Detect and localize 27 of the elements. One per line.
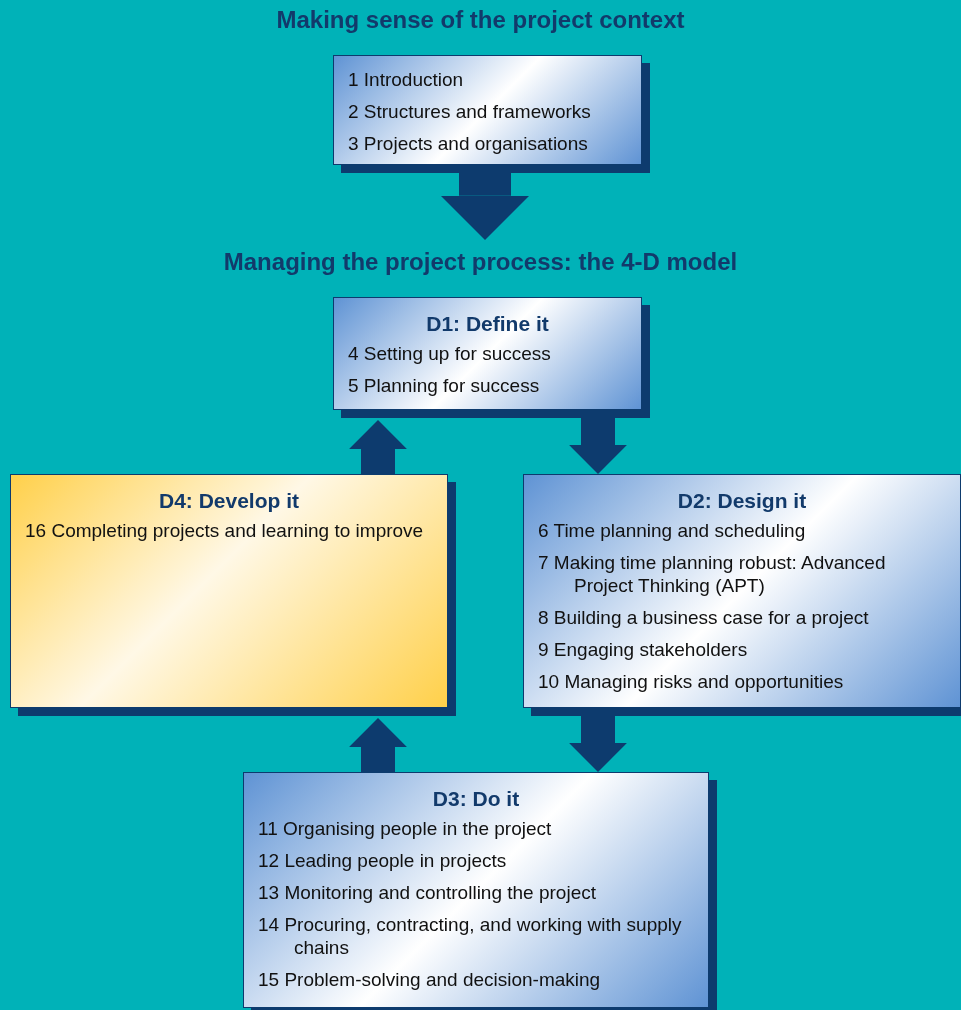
block-arrow: [349, 718, 407, 772]
chapter-item: 13 Monitoring and controlling the project: [258, 881, 596, 904]
block-arrow: [569, 716, 627, 772]
chapter-item: 3 Projects and organisations: [348, 132, 588, 155]
stage-heading: D1: Define it: [426, 312, 549, 336]
chapter-item: 12 Leading people in projects: [258, 849, 507, 872]
stage-heading: D4: Develop it: [159, 489, 299, 513]
block-arrow: [349, 420, 407, 474]
chapter-item: 2 Structures and frameworks: [348, 100, 591, 123]
chapter-item: 1 Introduction: [348, 68, 465, 91]
block-arrow: [440, 173, 530, 240]
block-arrow: [569, 418, 627, 474]
chapter-item: 7 Making time planning robust: Advanced Project Thinking (APT): [538, 551, 887, 597]
chapter-item: 14 Procuring, contracting, and working with supply chains: [258, 913, 683, 959]
chapter-item: 9 Engaging stakeholders: [538, 638, 748, 661]
chapter-item: 11 Organising people in the project: [258, 817, 552, 840]
chapter-item: 16 Completing projects and learning to improve: [25, 519, 424, 542]
chapter-item: 8 Building a business case for a project: [538, 606, 869, 629]
stage-heading: D2: Design it: [677, 489, 807, 513]
chapter-item: 6 Time planning and scheduling: [538, 519, 806, 542]
stage-heading: D3: Do it: [432, 787, 520, 811]
section-heading: Managing the project process: the 4-D model: [223, 248, 738, 275]
chapter-item: 5 Planning for success: [348, 374, 540, 397]
chapter-item: 10 Managing risks and opportunities: [538, 670, 844, 693]
diagram-title: Making sense of the project context: [276, 6, 685, 33]
chapter-item: 4 Setting up for success: [348, 342, 551, 365]
chapter-item: 15 Problem-solving and decision-making: [258, 968, 601, 991]
